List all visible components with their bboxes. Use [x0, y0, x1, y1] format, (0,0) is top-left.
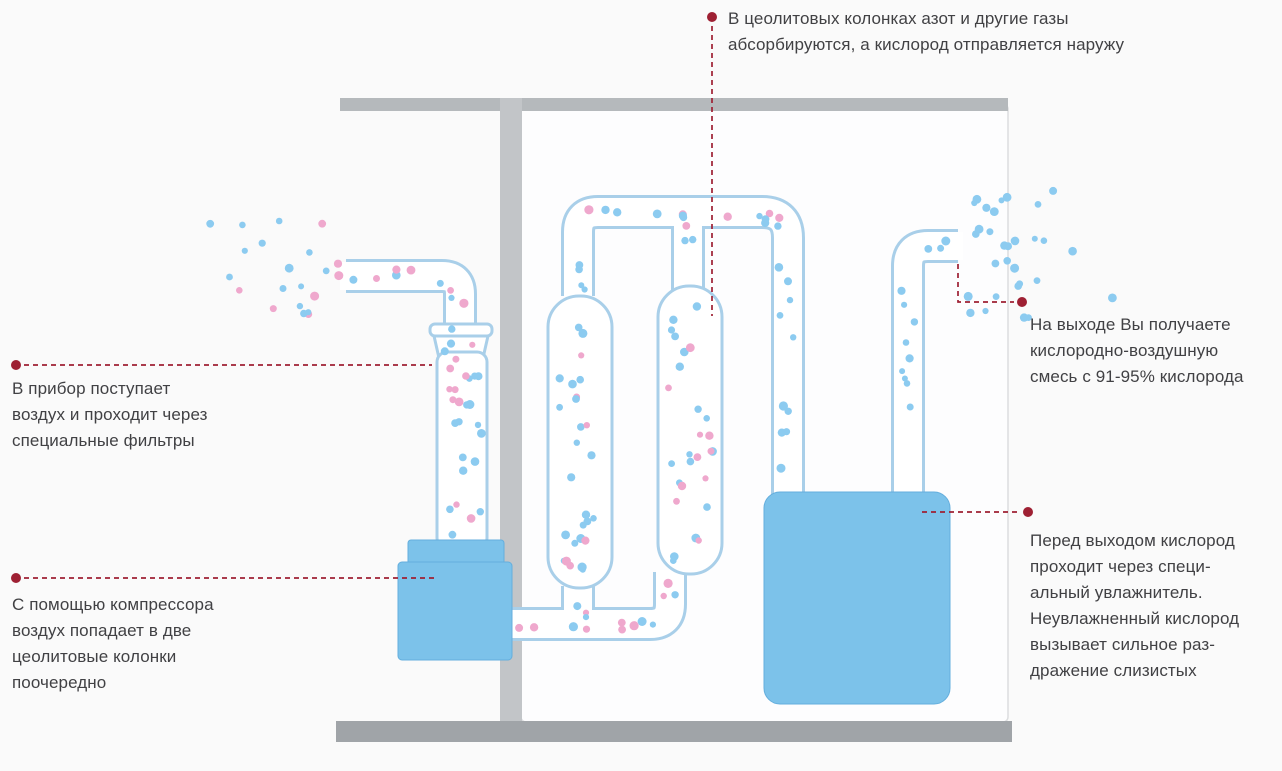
- annotation-compressor: С помощью компрессора воздух попадает в …: [12, 595, 214, 692]
- compressor-body: [397, 561, 513, 661]
- marker-intake-dot: [11, 360, 21, 370]
- frame-bottom-bar: [336, 721, 1012, 742]
- filter-cap-lip: [428, 322, 494, 338]
- annotation-humidifier: Перед выходом кислород проходит через сп…: [1030, 531, 1240, 680]
- zeolite-column-1: [546, 294, 614, 590]
- zeolite-column-2: [656, 284, 724, 576]
- marker-output-line: [957, 264, 1014, 303]
- marker-humidifier-dot: [1023, 507, 1033, 517]
- gas-dots: [206, 186, 1117, 634]
- frame-top-bar: [340, 98, 1008, 111]
- marker-compressor-dot: [11, 573, 21, 583]
- filter-column: [435, 350, 489, 550]
- annotation-output: На выходе Вы получаете кислородно-воздуш…: [1030, 315, 1244, 386]
- humidifier: [763, 491, 951, 705]
- marker-output-dot: [1017, 297, 1027, 307]
- annotation-intake: В прибор поступает воздух и проходит чер…: [12, 379, 208, 450]
- marker-zeolite-dot: [707, 12, 717, 22]
- annotation-markers: [11, 12, 1033, 583]
- annotation-zeolite: В цеолитовых колонках азот и другие газы…: [728, 9, 1125, 54]
